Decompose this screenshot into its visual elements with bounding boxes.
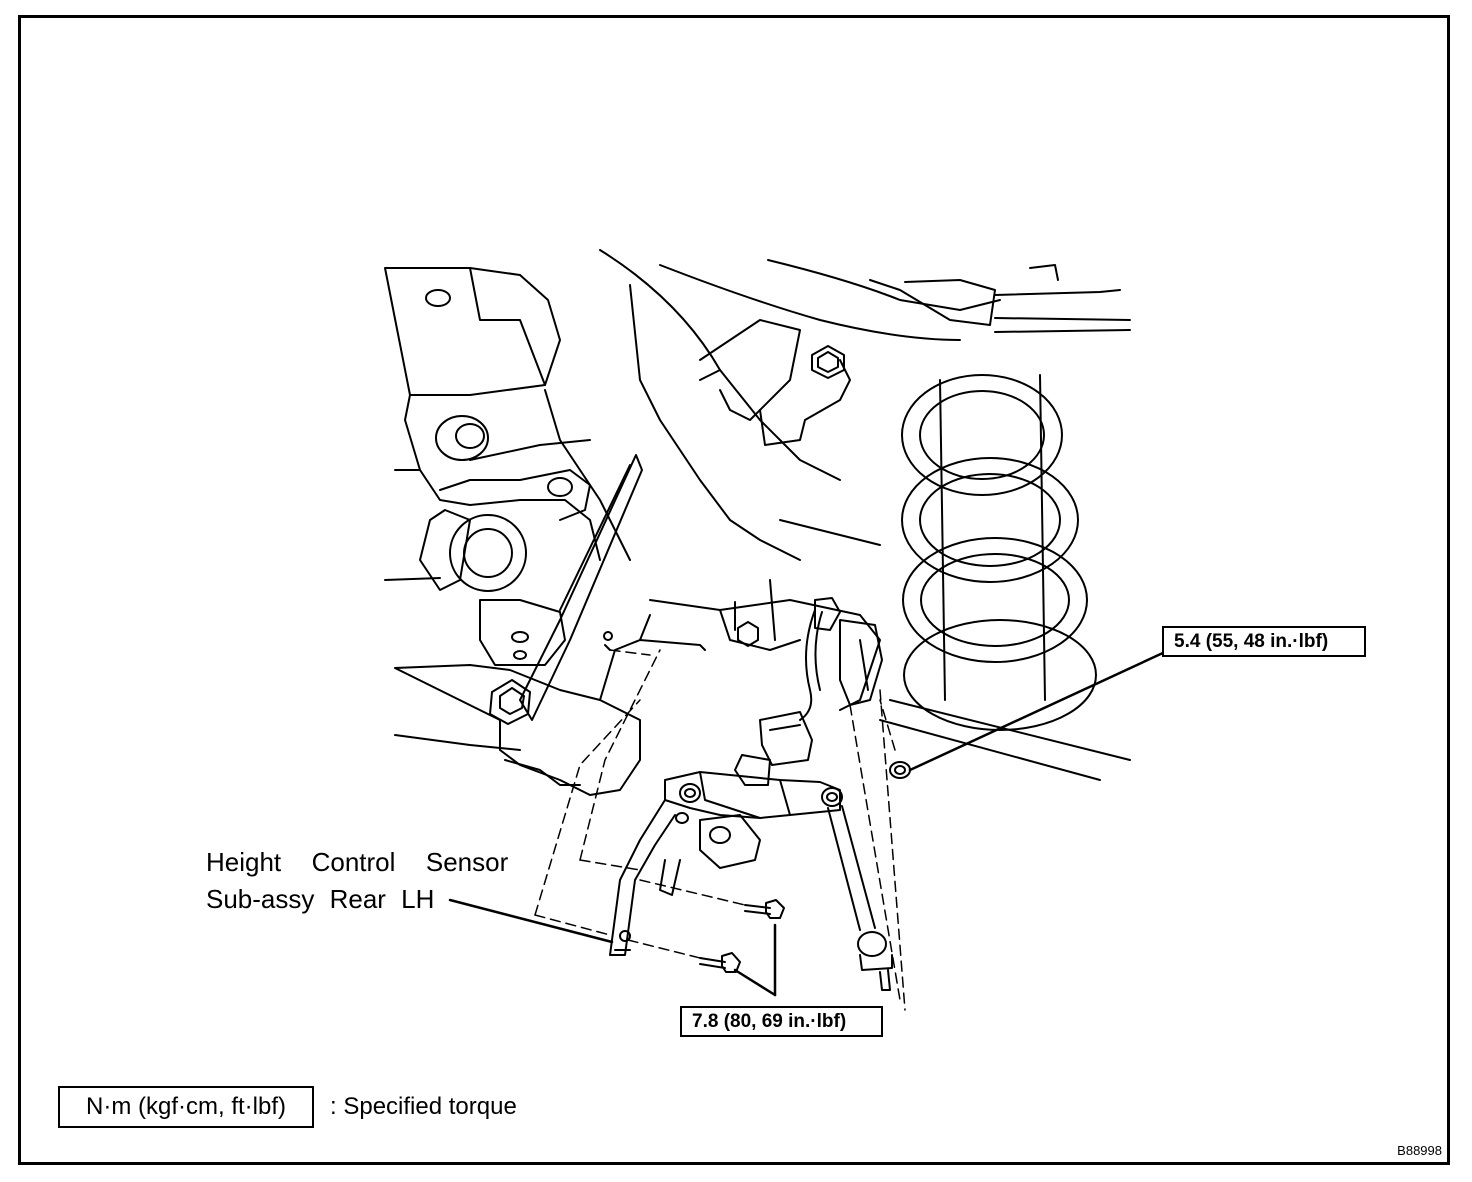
part-label-line1: Height Control Sensor — [206, 847, 509, 877]
diagram-frame — [18, 15, 1450, 1165]
sensor-mount — [649, 579, 883, 786]
upper-body — [599, 249, 1131, 561]
stabilizer-link — [519, 454, 643, 721]
lower-arm — [394, 614, 706, 796]
part-label-line2: Sub-assy Rear LH — [206, 884, 435, 914]
bolt-fasteners — [699, 899, 785, 973]
leader-lines — [448, 650, 1167, 997]
figure-id: B88998 — [1397, 1143, 1442, 1158]
height-control-sensor — [609, 771, 893, 991]
torque-legend-description: : Specified torque — [330, 1093, 517, 1120]
nut-fastener — [889, 761, 911, 779]
torque-callout-nut: 5.4 (55, 48 in.·lbf) — [1162, 626, 1366, 657]
assembly-guide-lines — [534, 649, 906, 1011]
torque-callout-bolts: 7.8 (80, 69 in.·lbf) — [680, 1006, 883, 1037]
body-structure — [384, 267, 631, 666]
torque-unit-legend-box: N·m (kgf·cm, ft·lbf) — [58, 1086, 314, 1128]
coil-spring — [879, 374, 1131, 781]
